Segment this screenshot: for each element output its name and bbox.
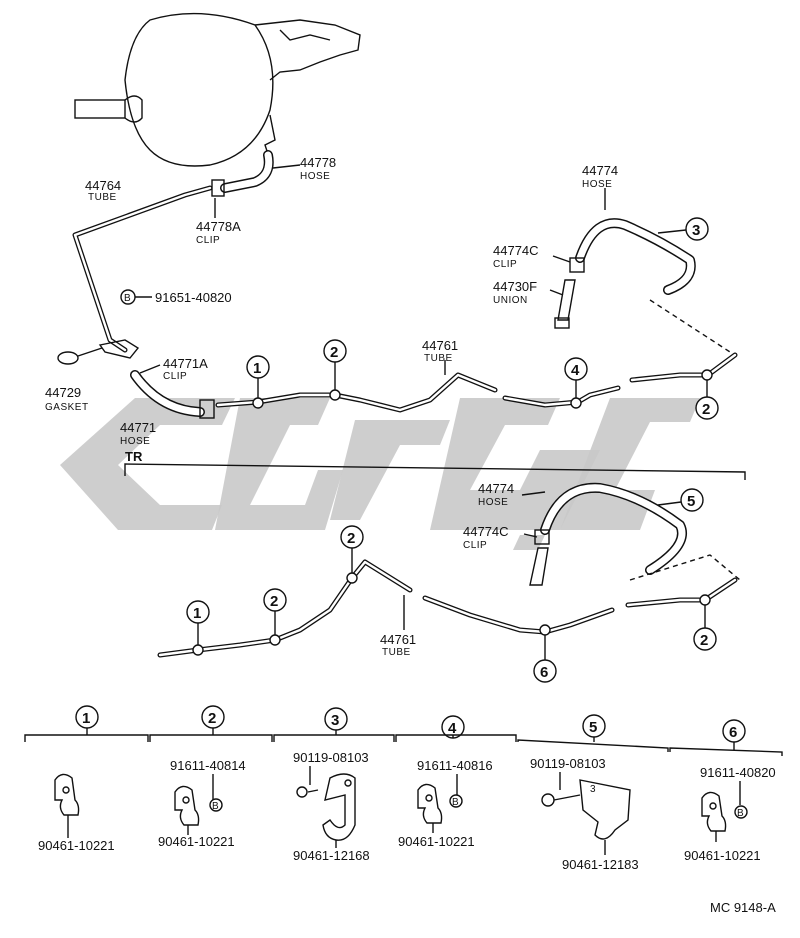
- callout-1-lower: 1: [193, 605, 201, 622]
- detail-3-part-a: 90119-08103: [293, 750, 369, 765]
- part-number-44761-upper: 44761: [422, 338, 458, 353]
- part-number-44764: 44764: [85, 178, 121, 193]
- detail-3-part-b: 90461-12168: [293, 848, 370, 863]
- detail-6-part-b: 90461-10221: [684, 848, 761, 863]
- part-desc-44771: HOSE: [120, 436, 150, 447]
- part-desc-44730F: UNION: [493, 295, 528, 306]
- detail-4-part-b: 90461-10221: [398, 834, 475, 849]
- part-desc-44774C-upper: CLIP: [493, 259, 517, 270]
- detail-callout-2: 2: [208, 710, 216, 727]
- detail-2-part-b: 90461-10221: [158, 834, 235, 849]
- callouts-lower: 1 2 2 6 2 5: [186, 488, 717, 683]
- part-number-91651-40820: 91651-40820: [155, 290, 232, 305]
- part-number-44774C-upper: 44774C: [493, 243, 539, 258]
- detail-5-part-b: 90461-12183: [562, 857, 639, 872]
- tube-clamp-points: [192, 369, 713, 656]
- detail-6-part-a: 91611-40820: [700, 765, 776, 780]
- watermark-logo: [60, 398, 700, 550]
- detail-section: 1 90461-10221 2 91611-40814 B 90461-1022…: [24, 705, 783, 872]
- detail-callout-4: 4: [448, 720, 457, 737]
- part-number-44774-upper: 44774: [582, 163, 618, 178]
- part-number-44771: 44771: [120, 420, 156, 435]
- part-desc-44778: HOSE: [300, 171, 330, 182]
- detail-6-bolt-mark: B: [737, 808, 744, 819]
- tube-44764: [72, 185, 213, 353]
- detail-callout-3: 3: [331, 712, 339, 729]
- callout-2-lower-a: 2: [270, 593, 278, 610]
- callouts-upper: 1 2 4 2 3: [246, 217, 719, 420]
- detail-5-part-a: 90119-08103: [530, 756, 606, 771]
- callout-5: 5: [687, 493, 695, 510]
- part-desc-44774-lower: HOSE: [478, 497, 508, 508]
- part-desc-44729: GASKET: [45, 402, 89, 413]
- detail-2-part-a: 91611-40814: [170, 758, 246, 773]
- part-number-44761-lower: 44761: [380, 632, 416, 647]
- brake-booster: [74, 12, 361, 167]
- bolt-mark: B: [124, 293, 131, 304]
- detail-callout-1: 1: [82, 710, 90, 727]
- detail-callout-5: 5: [589, 719, 597, 736]
- detail-4-part-a: 91611-40816: [417, 758, 493, 773]
- part-desc-44774-upper: HOSE: [582, 179, 612, 190]
- part-number-44729: 44729: [45, 385, 81, 400]
- callout-1-upper: 1: [253, 360, 261, 377]
- callout-4: 4: [571, 362, 580, 379]
- part-desc-44761-upper: TUBE: [424, 353, 453, 364]
- part-desc-44764: TUBE: [88, 192, 117, 203]
- tube-44761-lower: [157, 559, 738, 658]
- part-desc-44778A: CLIP: [196, 235, 220, 246]
- part-number-44778: 44778: [300, 155, 336, 170]
- detail-5-mark: 3: [590, 784, 596, 795]
- detail-1-part-a: 90461-10221: [38, 838, 115, 853]
- part-number-44771A: 44771A: [163, 356, 208, 371]
- part-number-44774C-lower: 44774C: [463, 524, 509, 539]
- part-number-44778A: 44778A: [196, 219, 241, 234]
- part-number-44774-lower: 44774: [478, 481, 514, 496]
- detail-callout-6: 6: [729, 724, 737, 741]
- detail-4-bolt-mark: B: [452, 797, 459, 808]
- callout-3: 3: [692, 222, 700, 239]
- hose-44778: [211, 150, 274, 197]
- callout-2-lower-b: 2: [347, 530, 355, 547]
- section-label-tr: TR: [125, 449, 143, 464]
- callout-2-lower-c: 2: [700, 632, 708, 649]
- part-desc-44774C-lower: CLIP: [463, 540, 487, 551]
- part-desc-44761-lower: TUBE: [382, 647, 411, 658]
- drawing-code: MC 9148-A: [710, 900, 776, 915]
- callout-2-upper-b: 2: [702, 401, 710, 418]
- hose-44771: [130, 370, 215, 419]
- detail-2-bolt-mark: B: [212, 801, 219, 812]
- callout-6: 6: [540, 664, 548, 681]
- hose-44774-upper: [554, 218, 696, 329]
- part-desc-44771A: CLIP: [163, 371, 187, 382]
- callout-2-upper-a: 2: [330, 344, 338, 361]
- part-number-44730F: 44730F: [493, 279, 537, 294]
